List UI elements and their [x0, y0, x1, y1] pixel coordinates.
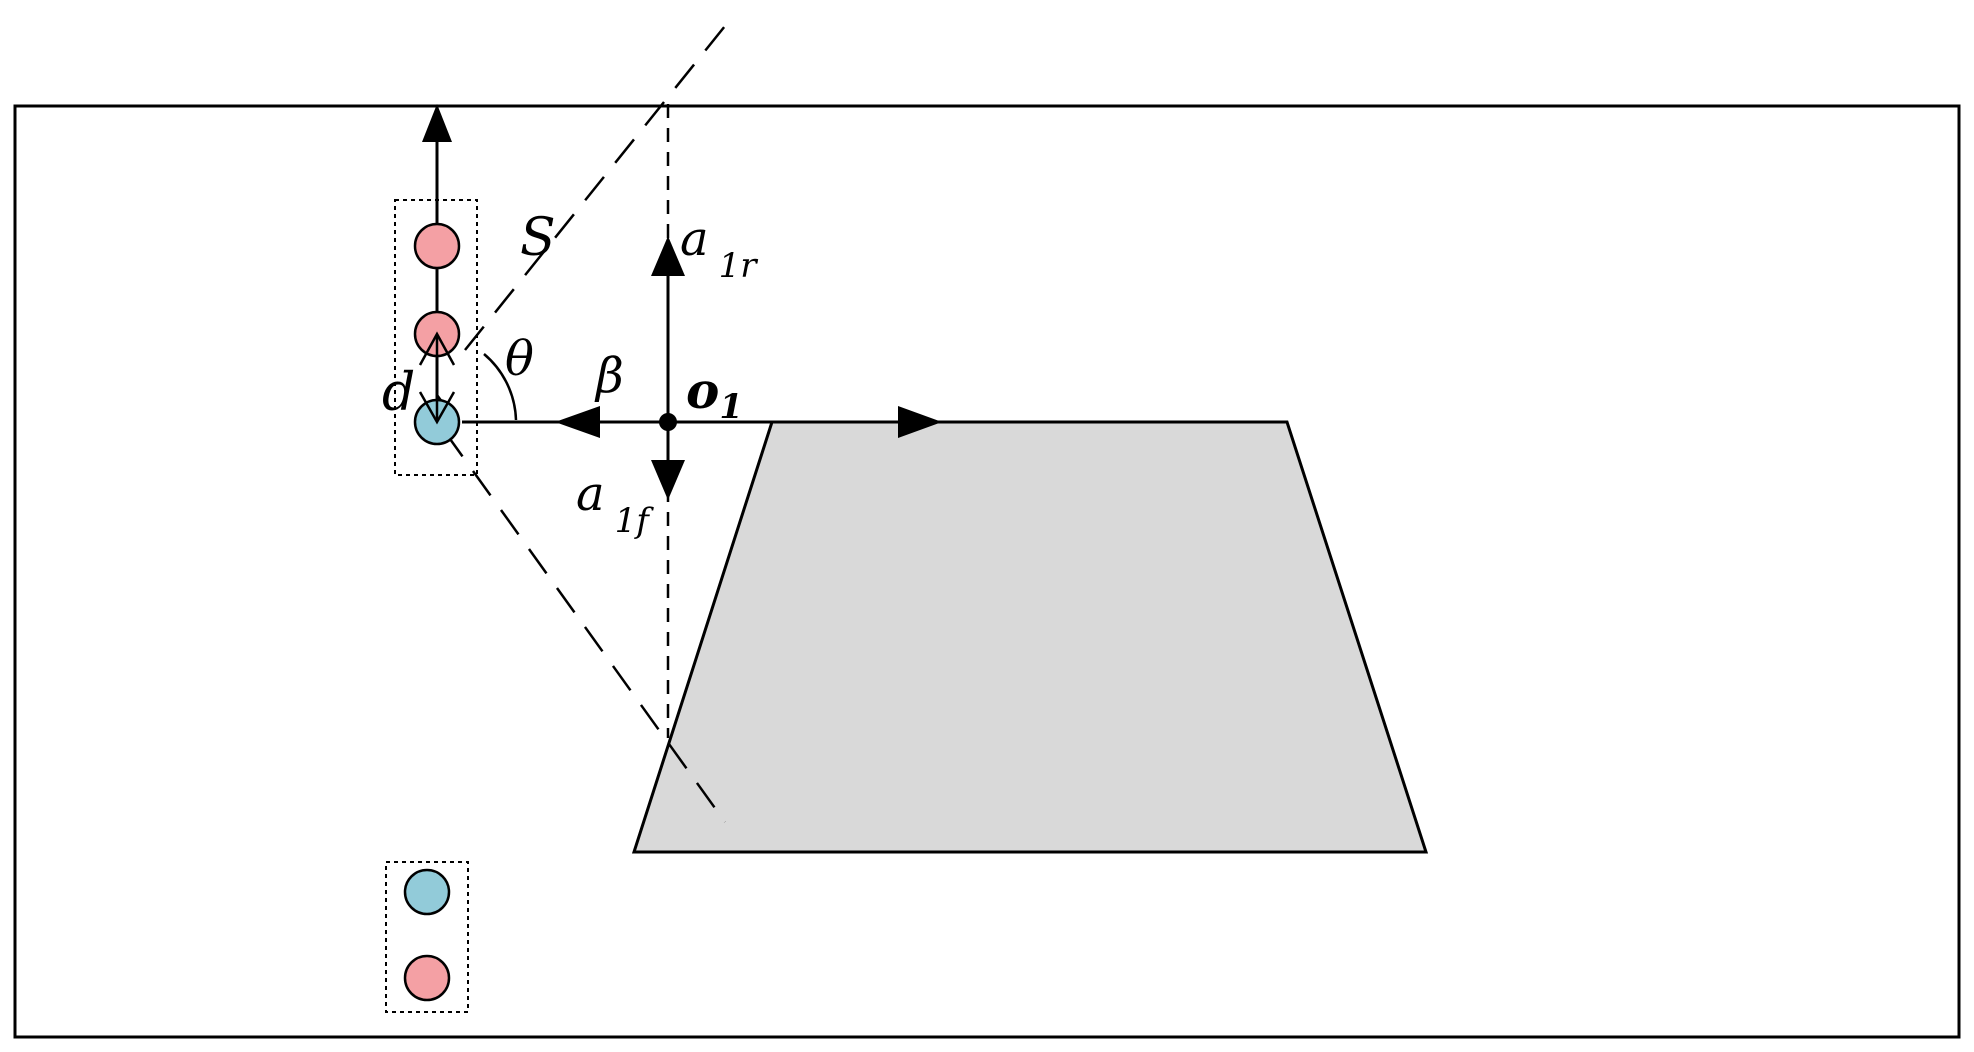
horizontal-arrow-right-head — [898, 406, 942, 438]
label-beta: β — [594, 348, 624, 404]
node-group-box-lower — [385, 861, 469, 1013]
vertical-arrow-up-head — [422, 104, 452, 142]
label-a1f-sub: 1f — [615, 501, 655, 541]
label-o1: o1 — [686, 361, 743, 427]
label-theta: θ — [505, 331, 534, 387]
outer-frame — [13, 104, 1961, 1039]
theta-angle-arc — [483, 353, 518, 421]
label-o1-sub: 1 — [719, 387, 743, 427]
dashed-sight-line-upper — [464, 15, 734, 351]
node-red-top — [413, 222, 461, 270]
label-s: S — [520, 208, 556, 268]
trapezoid-body — [631, 420, 1429, 854]
node-red-lower — [403, 954, 451, 1002]
label-a1f-main: a — [576, 466, 605, 522]
label-d: d — [382, 363, 415, 423]
a1r-arrow-head — [651, 236, 685, 276]
label-a1r-sub: 1r — [719, 246, 759, 286]
node-blue-lower — [403, 868, 451, 916]
label-a1r-main: a — [680, 211, 709, 267]
label-o1-main: o — [686, 361, 719, 420]
o1-point — [659, 413, 677, 431]
d-arrow-head-top — [418, 331, 456, 366]
horizontal-arrow-left-head — [555, 406, 600, 438]
dashed-sight-line-lower — [443, 431, 727, 823]
a1f-arrow-head — [651, 460, 685, 500]
d-arrow-head-bottom — [418, 391, 456, 425]
